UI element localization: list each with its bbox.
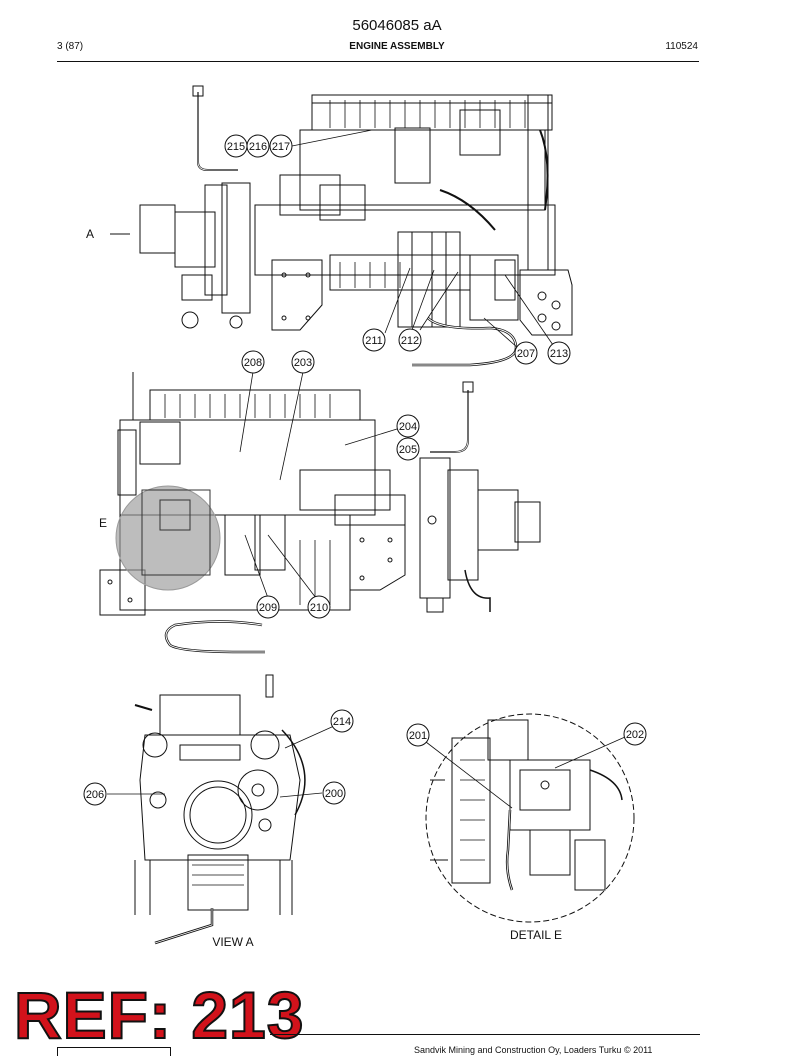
callout-202 — [623, 722, 647, 746]
page-number: 3 (87) — [57, 41, 84, 52]
detail-e-highlight — [115, 485, 221, 591]
callout-label: 207 — [517, 348, 535, 360]
callout-label: 206 — [86, 789, 104, 801]
callout-211 — [362, 328, 386, 352]
date-code: 110524 — [665, 41, 698, 52]
callout-label: 215 — [227, 141, 245, 153]
callout-label: 213 — [550, 348, 568, 360]
callout-label: 204 — [399, 421, 417, 433]
callout-216 — [246, 134, 270, 158]
callout-206 — [83, 782, 107, 806]
callout-label: 205 — [399, 444, 417, 456]
callout-217 — [269, 134, 293, 158]
leader-lines — [107, 129, 626, 809]
callout-label: 210 — [310, 602, 328, 614]
callout-label: 201 — [409, 730, 427, 742]
engine-side-view-top — [110, 85, 573, 367]
callout-205 — [396, 437, 420, 461]
callout-label: 217 — [272, 141, 290, 153]
callout-label: 212 — [401, 335, 419, 347]
callout-203 — [291, 350, 315, 374]
callout-label: 203 — [294, 357, 312, 369]
header-rule — [57, 61, 699, 62]
callout-label: 202 — [626, 729, 644, 741]
callout-207 — [514, 341, 538, 365]
callout-209 — [256, 595, 280, 619]
footer-rule — [270, 1034, 700, 1035]
callout-210 — [307, 595, 331, 619]
callout-label: 216 — [249, 141, 267, 153]
callout-208 — [241, 350, 265, 374]
engine-front-view-a — [134, 674, 306, 945]
ref-stamp: REF: 213 — [13, 978, 305, 1052]
callout-212 — [398, 328, 422, 352]
callout-label: 200 — [325, 788, 343, 800]
detail-e-view — [425, 713, 635, 923]
detail-e-label: DETAIL E — [510, 928, 562, 942]
callout-label: 209 — [259, 602, 277, 614]
callout-labels: 215 216 217 211 212 207 213 208 203 204 … — [86, 141, 644, 801]
view-a-label: VIEW A — [212, 935, 253, 949]
engine-side-view-middle — [99, 372, 541, 654]
callout-bubbles — [83, 134, 647, 806]
view-marker-a: A — [86, 227, 94, 241]
callout-213 — [547, 341, 571, 365]
callout-204 — [396, 414, 420, 438]
callout-214 — [330, 709, 354, 733]
footer-copyright: Sandvik Mining and Construction Oy, Load… — [414, 1045, 653, 1055]
view-marker-e: E — [99, 516, 107, 530]
callout-label: 211 — [365, 335, 383, 347]
callout-label: 214 — [333, 716, 351, 728]
callout-200 — [322, 781, 346, 805]
section-title: ENGINE ASSEMBLY — [349, 41, 445, 52]
document-number: 56046085 aA — [352, 17, 442, 34]
callout-label: 208 — [244, 357, 262, 369]
callout-201 — [406, 723, 430, 747]
sandvik-logo — [57, 1047, 171, 1056]
